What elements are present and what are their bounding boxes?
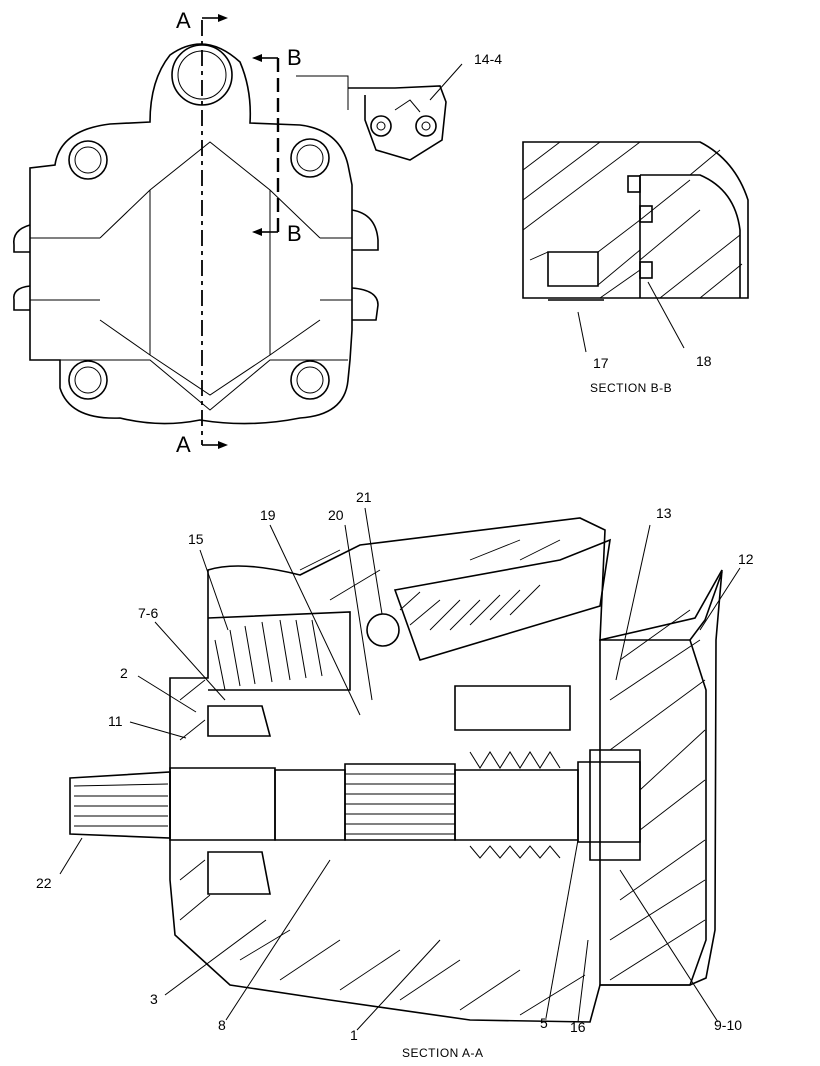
callout-13: 13 xyxy=(656,505,672,521)
callout-8: 8 xyxy=(218,1017,226,1033)
callout-7-6: 7-6 xyxy=(138,605,158,621)
callout-3: 3 xyxy=(150,991,158,1007)
section-bb-title: SECTION B-B xyxy=(590,381,672,395)
callout-16: 16 xyxy=(570,1019,586,1035)
callout-19: 19 xyxy=(260,507,276,523)
callout-20: 20 xyxy=(328,507,344,523)
cut-label-a-top: A xyxy=(176,8,191,33)
callout-5: 5 xyxy=(540,1015,548,1031)
cut-label-a-bottom: A xyxy=(176,432,191,457)
callout-1: 1 xyxy=(350,1027,358,1043)
section-bb-view xyxy=(522,141,749,353)
callout-11: 11 xyxy=(108,713,123,729)
callout-14-4: 14-4 xyxy=(474,51,502,67)
top-view xyxy=(13,14,463,449)
callout-18: 18 xyxy=(696,353,712,369)
section-aa-view xyxy=(59,507,741,1031)
callout-15: 15 xyxy=(188,531,204,547)
callout-22: 22 xyxy=(36,875,52,891)
cut-label-b-bottom: B xyxy=(287,221,302,246)
callout-12: 12 xyxy=(738,551,754,567)
callout-17: 17 xyxy=(593,355,609,371)
callout-9-10: 9-10 xyxy=(714,1017,742,1033)
section-aa-title: SECTION A-A xyxy=(402,1046,484,1060)
cut-label-b-top: B xyxy=(287,45,302,70)
callout-21: 21 xyxy=(356,489,372,505)
callout-2: 2 xyxy=(120,665,128,681)
